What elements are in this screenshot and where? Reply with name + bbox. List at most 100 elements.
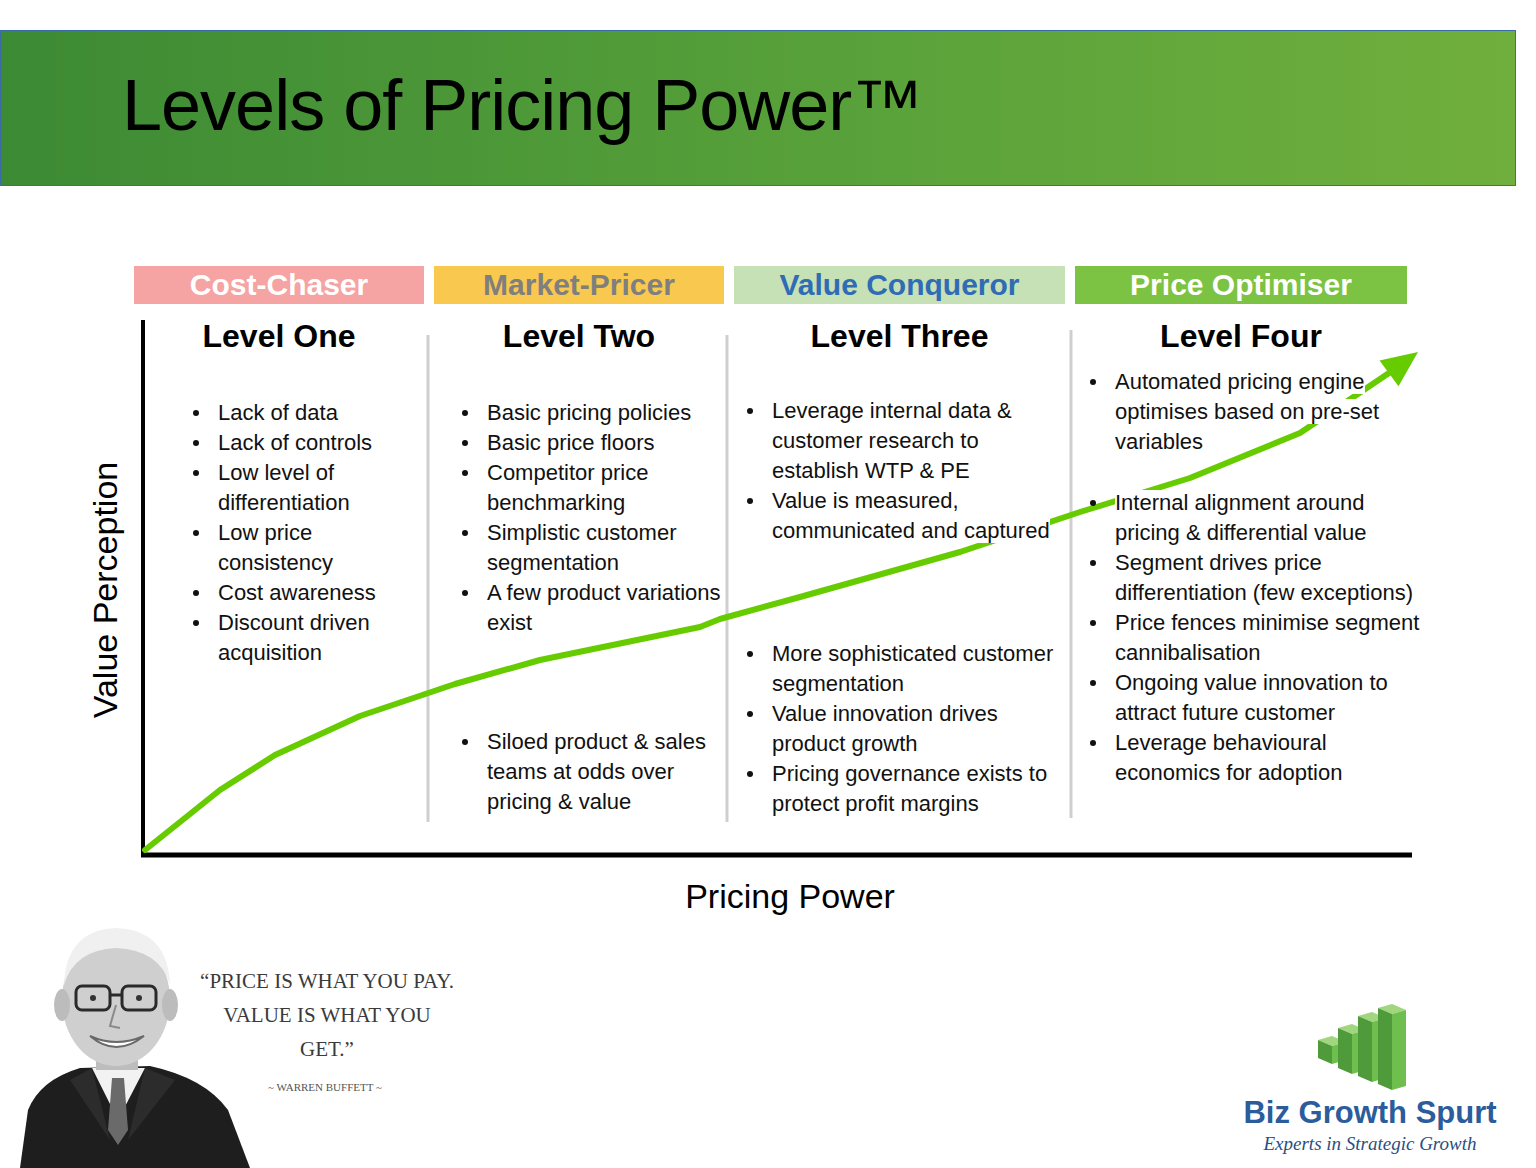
company-logo-bars	[1318, 1004, 1406, 1090]
level-heading: Level Two	[394, 317, 764, 355]
column-divider	[726, 335, 729, 822]
bullet-text: Leverage behavioural economics for adopt…	[1115, 730, 1342, 785]
bullet-text: Automated pricing engine optimises based…	[1115, 369, 1379, 454]
bullet-text: Leverage internal data & customer resear…	[772, 398, 1012, 483]
bullet-text: More sophisticated customer segmentation	[772, 641, 1053, 696]
bullet-item: Low price consistency	[218, 518, 423, 578]
bullet-text: Competitor price benchmarking	[487, 460, 648, 515]
bullet-text: Low price consistency	[218, 520, 333, 575]
bullet-text: Lack of data	[218, 400, 338, 425]
bullet-dot	[747, 651, 753, 657]
bullet-list: Lack of dataLack of controlsLow level of…	[218, 398, 423, 668]
bullet-dot	[1090, 620, 1096, 626]
bullet-dot	[1090, 680, 1096, 686]
bullet-dot	[193, 470, 199, 476]
diagram-title: Levels of Pricing Power™	[122, 63, 922, 147]
bullet-item: More sophisticated customer segmentation	[772, 639, 1062, 699]
bullet-text: Discount driven acquisition	[218, 610, 370, 665]
bullet-text: Basic price floors	[487, 430, 655, 455]
bullet-dot	[747, 498, 753, 504]
bullet-dot	[193, 410, 199, 416]
bullet-text: Basic pricing policies	[487, 400, 691, 425]
buffett-portrait	[20, 928, 250, 1168]
company-tagline: Experts in Strategic Growth	[1210, 1132, 1530, 1156]
bullet-item: Lack of data	[218, 398, 423, 428]
company-name: Biz Growth Spurt	[1210, 1094, 1530, 1132]
bullet-list: Siloed product & sales teams at odds ove…	[487, 727, 722, 817]
bullet-item: Discount driven acquisition	[218, 608, 423, 668]
quote-attribution: ~ WARREN BUFFETT ~	[230, 1080, 420, 1094]
bullet-item: Competitor price benchmarking	[487, 458, 722, 518]
bullet-item: Lack of controls	[218, 428, 423, 458]
bullet-item: Leverage internal data & customer resear…	[772, 396, 1062, 486]
bullet-dot	[1090, 500, 1096, 506]
bullet-text: Internal alignment around pricing & diff…	[1115, 490, 1367, 545]
bullet-text: Simplistic customer segmentation	[487, 520, 676, 575]
bullet-item: Automated pricing engine optimises based…	[1115, 367, 1420, 457]
bullet-dot	[1090, 740, 1096, 746]
bullet-dot	[462, 590, 468, 596]
bullet-text: Segment drives price differentiation (fe…	[1115, 550, 1413, 605]
level-heading: Level One	[94, 317, 464, 355]
x-axis	[141, 853, 1412, 858]
bullet-item: Internal alignment around pricing & diff…	[1115, 488, 1420, 548]
curve-arrowhead	[1380, 352, 1419, 386]
level-heading: Level Four	[1035, 317, 1447, 355]
bullet-dot	[462, 410, 468, 416]
bullet-item: Leverage behavioural economics for adopt…	[1115, 728, 1420, 788]
bullet-item: Cost awareness	[218, 578, 423, 608]
bullet-text: Ongoing value innovation to attract futu…	[1115, 670, 1388, 725]
quote-text: “PRICE IS WHAT YOU PAY. VALUE IS WHAT YO…	[200, 964, 454, 1066]
bullet-item: Basic price floors	[487, 428, 722, 458]
level-band: Value ConquerorLevel Three	[734, 266, 1065, 304]
bullet-dot	[193, 590, 199, 596]
band-name: Market-Pricer	[434, 266, 724, 304]
band-name: Cost-Chaser	[134, 266, 424, 304]
bullet-dot	[747, 711, 753, 717]
bullet-text: Lack of controls	[218, 430, 372, 455]
bullet-list: Leverage internal data & customer resear…	[772, 396, 1062, 546]
bullet-dot	[193, 440, 199, 446]
bullet-text: A few product variations exist	[487, 580, 721, 635]
bullet-item: Basic pricing policies	[487, 398, 722, 428]
bullet-text: Siloed product & sales teams at odds ove…	[487, 729, 706, 814]
bullet-text: Price fences minimise segment cannibalis…	[1115, 610, 1419, 665]
bullet-item: Segment drives price differentiation (fe…	[1115, 548, 1420, 608]
level-band: Cost-ChaserLevel One	[134, 266, 424, 304]
bullet-list: Internal alignment around pricing & diff…	[1115, 488, 1420, 788]
band-name: Price Optimiser	[1075, 266, 1407, 304]
column-divider	[427, 335, 430, 822]
bullet-text: Pricing governance exists to protect pro…	[772, 761, 1047, 816]
column-divider	[1070, 330, 1073, 818]
bullet-item: Siloed product & sales teams at odds ove…	[487, 727, 722, 817]
y-axis	[141, 320, 145, 857]
level-heading: Level Three	[694, 317, 1105, 355]
bullet-item: Value innovation drives product growth	[772, 699, 1062, 759]
band-name: Value Conqueror	[734, 266, 1065, 304]
bullet-dot	[462, 530, 468, 536]
bullet-dot	[462, 440, 468, 446]
bullet-dot	[1090, 560, 1096, 566]
level-band: Price OptimiserLevel Four	[1075, 266, 1407, 304]
bullet-text: Cost awareness	[218, 580, 376, 605]
bullet-item: A few product variations exist	[487, 578, 722, 638]
bullet-list: Automated pricing engine optimises based…	[1115, 367, 1420, 457]
bullet-dot	[1090, 379, 1096, 385]
bullet-item: Simplistic customer segmentation	[487, 518, 722, 578]
bullet-item: Value is measured, communicated and capt…	[772, 486, 1062, 546]
bullet-item: Low level of differentiation	[218, 458, 423, 518]
bullet-item: Pricing governance exists to protect pro…	[772, 759, 1062, 819]
bullet-dot	[193, 530, 199, 536]
bullet-text: Value is measured, communicated and capt…	[772, 488, 1050, 543]
bullet-item: Ongoing value innovation to attract futu…	[1115, 668, 1420, 728]
bullet-list: More sophisticated customer segmentation…	[772, 639, 1062, 819]
bullet-text: Low level of differentiation	[218, 460, 350, 515]
bullet-text: Value innovation drives product growth	[772, 701, 998, 756]
bullet-dot	[462, 739, 468, 745]
bullet-dot	[462, 470, 468, 476]
axis-title: Value Perception	[85, 455, 125, 725]
level-band: Market-PricerLevel Two	[434, 266, 724, 304]
bullet-list: Basic pricing policiesBasic price floors…	[487, 398, 722, 638]
bullet-item: Price fences minimise segment cannibalis…	[1115, 608, 1420, 668]
axis-title: Pricing Power	[590, 876, 990, 916]
